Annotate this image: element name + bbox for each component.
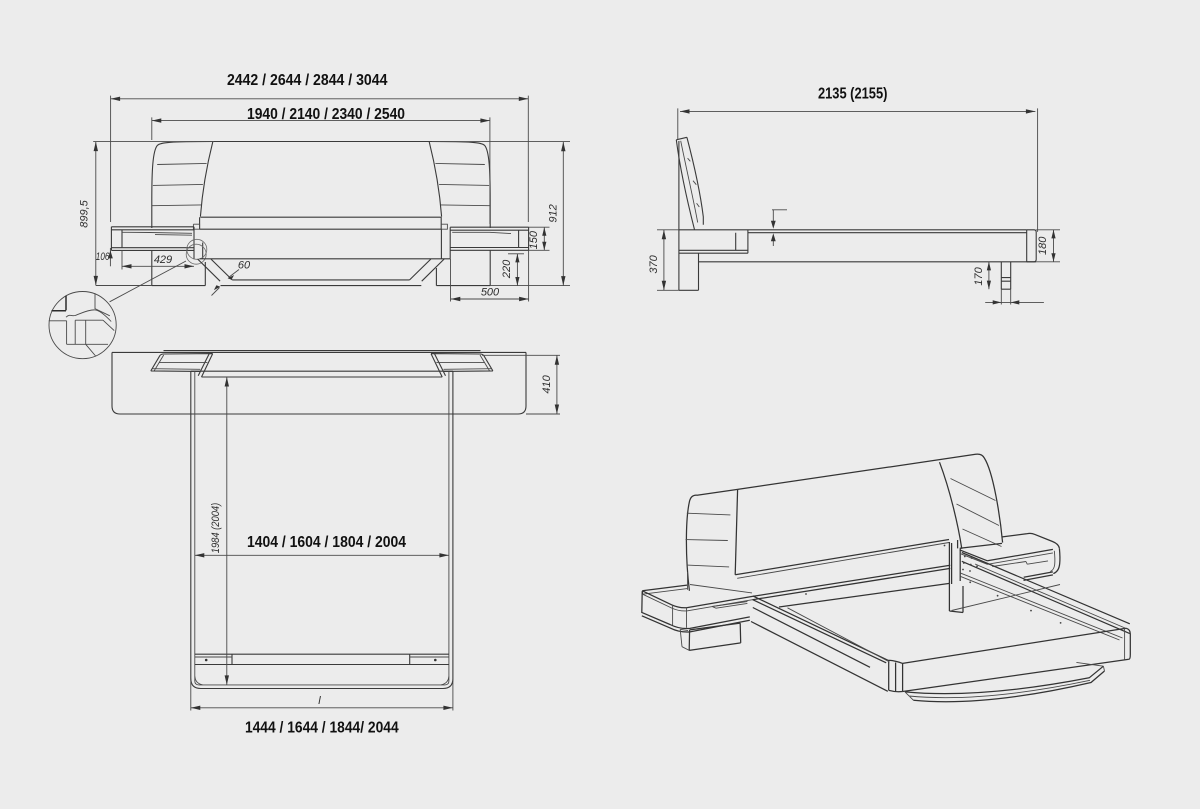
svg-text:429: 429 [154,254,172,266]
svg-text:60: 60 [238,260,251,272]
svg-text:106: 106 [96,251,110,263]
svg-text:150: 150 [528,230,540,249]
svg-text:912: 912 [548,204,560,222]
svg-text:220: 220 [501,259,513,279]
svg-text:180: 180 [1037,236,1049,255]
svg-text:1444 / 1644 / 1844/ 2044: 1444 / 1644 / 1844/ 2044 [245,720,399,737]
svg-text:2442 / 2644 / 2844 / 3044: 2442 / 2644 / 2844 / 3044 [227,72,388,89]
svg-text:l: l [318,695,321,707]
svg-text:1984 (2004): 1984 (2004) [210,502,222,553]
svg-text:2135 (2155): 2135 (2155) [818,86,888,103]
svg-text:410: 410 [541,374,553,393]
svg-text:170: 170 [973,266,985,285]
svg-text:899,5: 899,5 [79,199,91,227]
svg-text:1940 / 2140 / 2340 / 2540: 1940 / 2140 / 2340 / 2540 [247,106,405,123]
svg-text:370: 370 [648,254,660,273]
svg-text:500: 500 [481,287,500,299]
svg-text:1404 / 1604 / 1804 / 2004: 1404 / 1604 / 1804 / 2004 [247,534,406,551]
